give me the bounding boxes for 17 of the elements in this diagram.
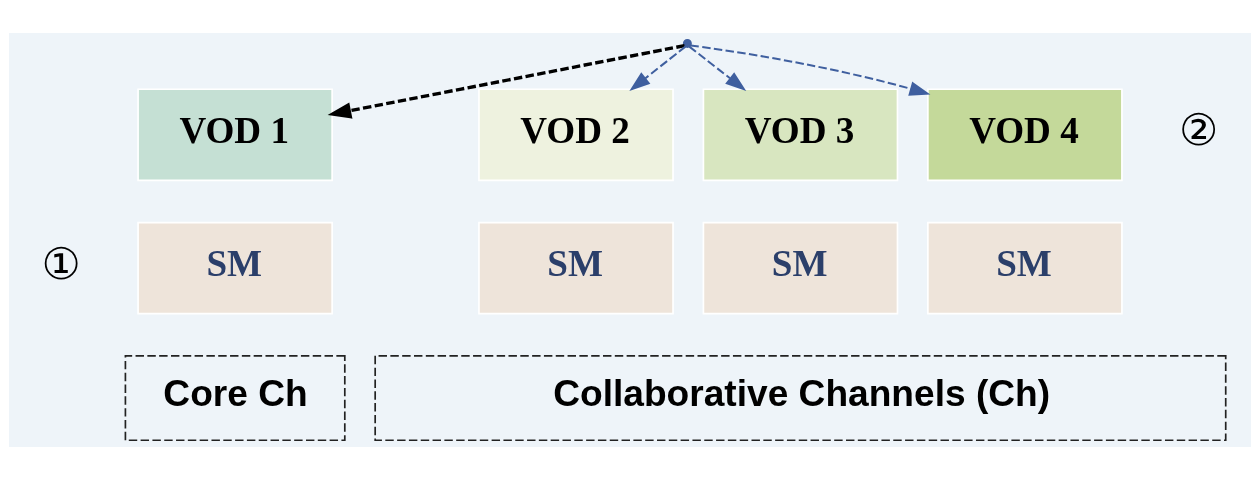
node-box: VOD 1	[137, 88, 333, 182]
node-box: VOD 3	[702, 88, 899, 182]
node-box: SM	[702, 221, 899, 315]
arrow	[688, 45, 747, 91]
node-point	[682, 38, 692, 48]
node-box: VOD 2	[478, 88, 674, 182]
node-box: SM	[927, 221, 1123, 315]
label: ①	[41, 237, 81, 289]
node-box: SM	[478, 221, 674, 315]
arrow	[690, 44, 931, 96]
label: ②	[1179, 104, 1219, 156]
node-box: Core Ch	[124, 355, 346, 442]
arrow	[629, 45, 687, 91]
arrow	[327, 44, 685, 119]
node-box: Collaborative Channels (Ch)	[374, 355, 1227, 442]
node-box: VOD 4	[927, 88, 1123, 182]
node-box: SM	[137, 221, 333, 315]
